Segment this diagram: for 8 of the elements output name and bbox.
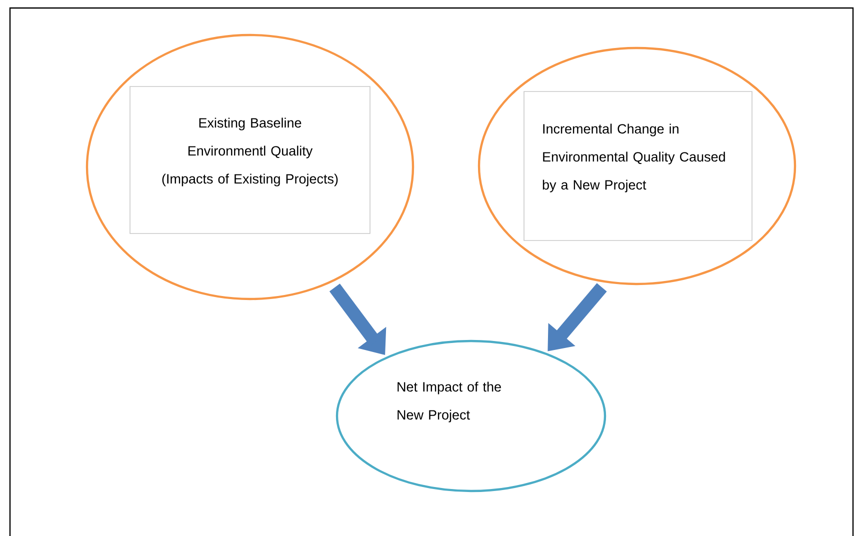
- node-text: Net Impact of the New Project: [398, 382, 501, 422]
- ellipse: [336, 340, 606, 492]
- text-box: [130, 86, 370, 234]
- text-box: [524, 91, 752, 241]
- ellipse: [86, 34, 414, 300]
- node-text: Existing Baseline Environmentl Quality (Impacts of Existing Projects): [162, 118, 338, 186]
- node-text: Incremental Change in Environmental Quality Caused by a New Project: [542, 124, 725, 192]
- ellipse: [478, 46, 796, 286]
